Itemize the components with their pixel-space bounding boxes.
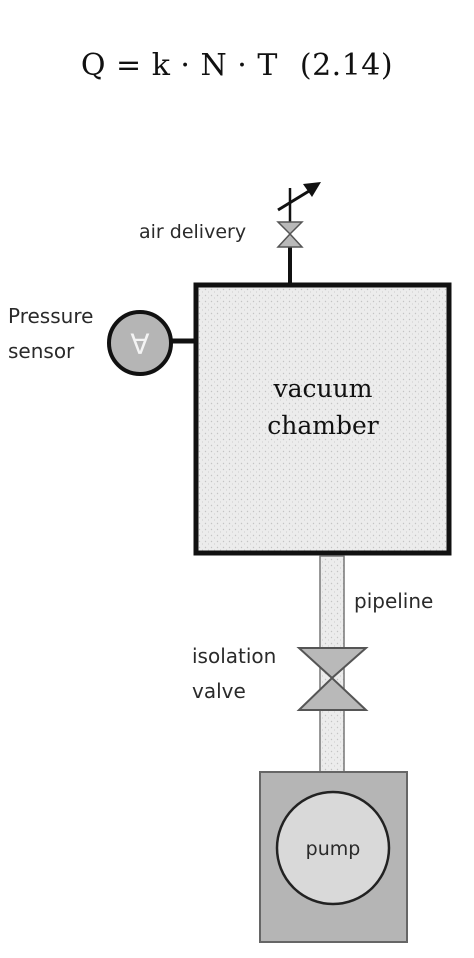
adjust-arrow-icon: [277, 182, 321, 212]
air-delivery-label: air delivery: [139, 221, 246, 243]
vacuum-chamber: [193, 282, 452, 556]
gauge-symbol-icon: ∀: [130, 328, 149, 361]
equation: Q = k · N · T (2.14): [0, 48, 474, 83]
valve-label: valve: [192, 679, 246, 703]
chamber-label-line2: chamber: [267, 411, 379, 440]
pump-rotor: [275, 790, 391, 906]
isolation-label: isolation: [192, 644, 276, 668]
air-delivery-valve: [276, 221, 304, 248]
pipeline-label: pipeline: [354, 589, 433, 613]
equation-number: (2.14): [299, 48, 394, 83]
isolation-valve: [296, 647, 369, 711]
pressure-sensor-gauge: [107, 310, 173, 376]
pump-label: pump: [306, 838, 361, 860]
sensor-label: sensor: [8, 339, 75, 363]
equation-formula: Q = k · N · T: [80, 48, 278, 83]
chamber-label-line1: vacuum: [273, 374, 373, 403]
pressure-label: Pressure: [8, 304, 93, 328]
